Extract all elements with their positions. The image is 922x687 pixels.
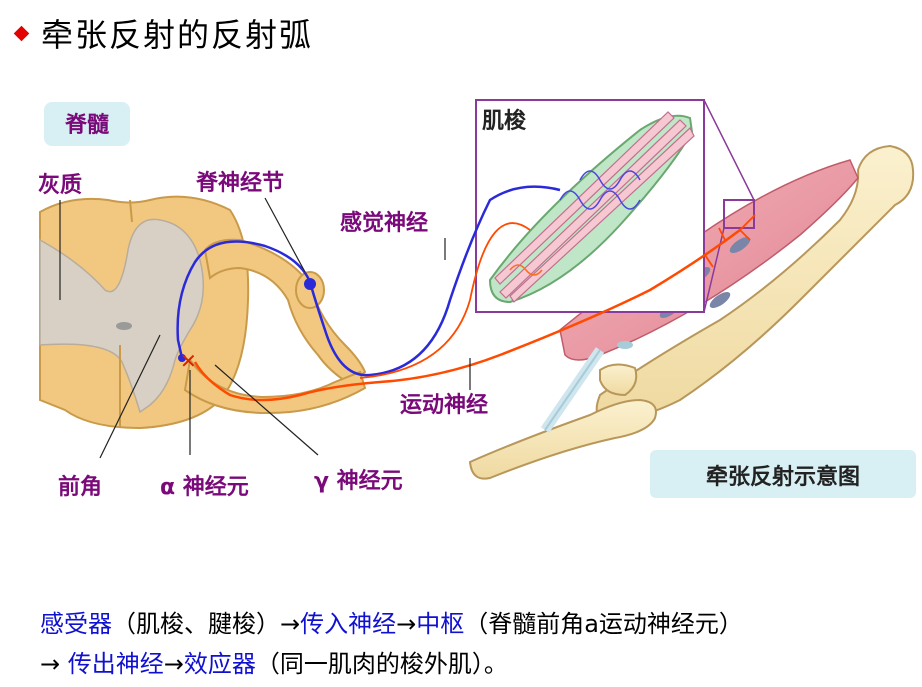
label-muscle-spindle: 肌梭 xyxy=(482,108,527,134)
page-title: 牵张反射的反射弧 xyxy=(41,16,314,54)
caption-text: → xyxy=(163,650,184,678)
caption-efferent: 传出神经 xyxy=(67,650,164,678)
caption-line-2: → 传出神经→效应器（同一肌肉的梭外肌）。 xyxy=(40,644,915,684)
spinal-cord-label-box xyxy=(44,102,130,146)
alpha-neuron-marker: ✕ xyxy=(180,349,197,373)
ganglion-cell xyxy=(304,278,316,290)
caption-receptor: 感受器 xyxy=(40,610,112,638)
caption-text: （同一肌肉的梭外肌）。 xyxy=(255,650,508,678)
label-spinal-ganglion: 脊神经节 xyxy=(195,170,284,196)
caption-text: （脊髓前角a运动神经元） xyxy=(464,610,743,638)
caption-center: 中枢 xyxy=(416,610,465,638)
label-alpha-neuron: α 神经元 xyxy=(160,474,249,500)
ventral-root xyxy=(183,357,367,415)
leader-lines xyxy=(59,197,471,459)
caption-effector: 效应器 xyxy=(183,650,256,678)
caption: 感受器（肌梭、腱梭）→传入神经→中枢（脊髓前角a运动神经元） → 传出神经→效应… xyxy=(40,604,915,684)
figure-title-box xyxy=(650,450,916,498)
caption-text: → xyxy=(40,650,68,678)
label-spinal-cord: 脊髓 xyxy=(64,112,110,138)
label-gamma-neuron: γ 神经元 xyxy=(314,468,403,494)
caption-text: → xyxy=(396,610,417,638)
arm-bones xyxy=(468,144,915,480)
caption-line-1: 感受器（肌梭、腱梭）→传入神经→中枢（脊髓前角a运动神经元） xyxy=(40,604,915,644)
label-motor-nerve: 运动神经 xyxy=(400,392,488,418)
label-sensory-nerve: 感觉神经 xyxy=(340,210,428,236)
caption-text: （肌梭、腱梭）→ xyxy=(112,610,301,638)
label-anterior-horn: 前角 xyxy=(58,474,102,500)
motor-nerve-fiber xyxy=(193,228,741,402)
label-gray-matter: 灰质 xyxy=(38,172,82,198)
sensory-nerve-fiber xyxy=(176,185,561,377)
muscle-spindle-inset xyxy=(475,99,705,313)
title-bar: 牵张反射的反射弧 xyxy=(10,8,313,58)
stretch-reflex-diagram: ✕ 脊髓 灰质 脊神经节 感觉神经 肌梭 运动神经 前角 α 神经元 γ 神经元… xyxy=(38,99,916,500)
figure-title: 牵张反射示意图 xyxy=(706,464,860,490)
caption-afferent: 传入神经 xyxy=(300,610,397,638)
zoom-lines xyxy=(703,99,755,313)
